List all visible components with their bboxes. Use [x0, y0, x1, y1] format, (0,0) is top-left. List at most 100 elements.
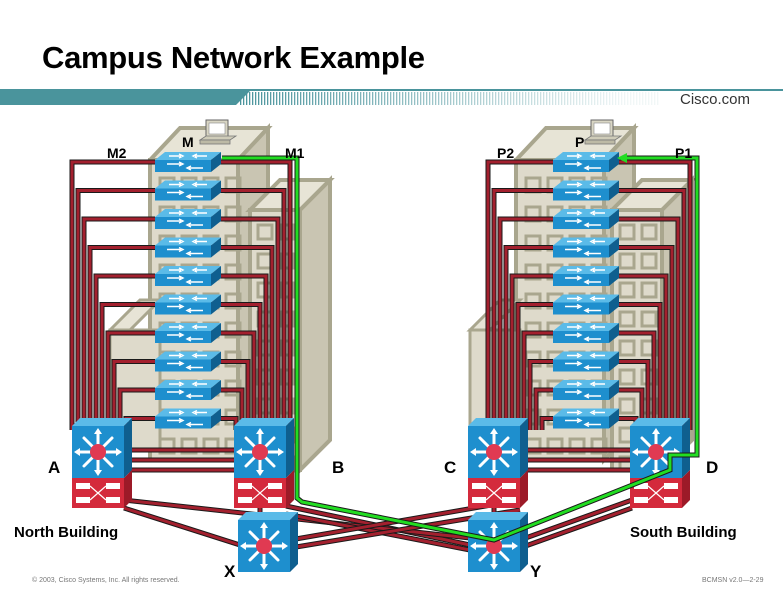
band-stripe	[456, 92, 458, 105]
band-stripe	[633, 92, 635, 105]
network-link	[519, 506, 633, 550]
band-stripe	[549, 92, 551, 105]
band-stripe	[603, 92, 605, 105]
south-access-switch-4[interactable]	[552, 236, 620, 259]
band-stripe	[489, 92, 491, 105]
label-m1: M1	[285, 145, 305, 161]
band-stripe	[606, 92, 608, 105]
network-link	[211, 160, 292, 430]
band-stripe	[567, 92, 569, 105]
band-stripe	[516, 92, 518, 105]
band-stripe	[609, 92, 611, 105]
south-access-switch-6[interactable]	[552, 293, 620, 316]
network-link	[211, 303, 262, 430]
band-stripe	[453, 92, 455, 105]
building-window	[640, 252, 658, 270]
north-access-switch-1[interactable]	[154, 151, 222, 173]
label-m: M	[182, 134, 194, 150]
band-stripe	[297, 92, 299, 105]
network-link	[609, 246, 674, 430]
network-link	[504, 246, 553, 430]
band-stripe	[408, 92, 410, 105]
north-access-switch-2[interactable]	[154, 179, 222, 202]
distribution-switch-d[interactable]	[628, 416, 692, 509]
band-stripe	[465, 92, 467, 105]
band-stripe	[423, 92, 425, 105]
south-access-switch-2[interactable]	[552, 179, 620, 202]
band-stripe	[438, 92, 440, 105]
band-stripe	[369, 92, 371, 105]
south-access-switch-8[interactable]	[552, 350, 620, 373]
network-link	[498, 217, 553, 430]
band-stripe	[267, 92, 269, 105]
band-stripe	[600, 92, 602, 105]
band-stripe	[447, 92, 449, 105]
band-stripe	[579, 92, 581, 105]
building-window	[224, 263, 242, 281]
north-access-switch-10[interactable]	[154, 407, 222, 430]
south-access-switch-3[interactable]	[552, 208, 620, 230]
network-link	[123, 506, 241, 547]
band-stripe	[522, 92, 524, 105]
band-stripe	[303, 92, 305, 105]
north-access-switch-8[interactable]	[154, 350, 222, 373]
building-window	[158, 437, 176, 455]
band-stripe	[258, 92, 260, 105]
south-access-switch-7[interactable]	[552, 322, 620, 344]
network-link	[211, 388, 244, 430]
highlighted-path-inner	[222, 156, 699, 542]
header-band	[0, 89, 783, 105]
band-stripe	[252, 92, 254, 105]
band-stripe	[372, 92, 374, 105]
distribution-switch-c[interactable]	[466, 416, 530, 509]
band-stripe	[357, 92, 359, 105]
band-stripe	[336, 92, 338, 105]
band-stripe	[414, 92, 416, 105]
north-access-switch-5[interactable]	[154, 265, 222, 287]
band-stripe	[597, 92, 599, 105]
band-stripe	[507, 92, 509, 105]
north-access-switch-6[interactable]	[154, 293, 222, 316]
north-access-switch-7[interactable]	[154, 322, 222, 344]
network-link	[516, 303, 553, 430]
band-stripe	[525, 92, 527, 105]
label-a: A	[48, 458, 61, 477]
network-link	[609, 360, 650, 430]
core-switch-y[interactable]	[466, 510, 530, 574]
south-access-switch-9[interactable]	[552, 379, 620, 401]
distribution-switch-a[interactable]	[70, 416, 134, 509]
label-p2: P2	[497, 145, 515, 161]
band-stripe	[561, 92, 563, 105]
band-stripe	[270, 92, 272, 105]
network-link	[106, 331, 155, 430]
north-access-switch-3[interactable]	[154, 208, 222, 230]
north-access-switch-9[interactable]	[154, 379, 222, 401]
building-window	[640, 281, 658, 299]
core-switch-x[interactable]	[236, 510, 300, 574]
band-stripe	[381, 92, 383, 105]
building-window	[524, 263, 542, 281]
band-stripe	[615, 92, 617, 105]
south-access-switch-1[interactable]	[552, 151, 620, 173]
network-link	[534, 388, 553, 430]
band-stripe	[510, 92, 512, 105]
band-stripe	[360, 92, 362, 105]
network-link	[609, 388, 644, 430]
band-stripe	[411, 92, 413, 105]
south-access-switch-10[interactable]	[552, 407, 620, 430]
band-stripe	[540, 92, 542, 105]
band-stripe	[636, 92, 638, 105]
band-stripe	[288, 92, 290, 105]
label-p1: P1	[675, 145, 693, 161]
south-access-switch-5[interactable]	[552, 265, 620, 287]
band-stripe	[627, 92, 629, 105]
band-stripe	[558, 92, 560, 105]
band-stripe	[519, 92, 521, 105]
north-access-switch-4[interactable]	[154, 236, 222, 259]
distribution-switch-b[interactable]	[232, 416, 296, 509]
network-link	[76, 189, 155, 430]
course-code: BCMSN v2.0—2-29	[702, 577, 764, 584]
network-link	[609, 331, 656, 430]
band-stripe	[387, 92, 389, 105]
network-link	[94, 274, 155, 430]
